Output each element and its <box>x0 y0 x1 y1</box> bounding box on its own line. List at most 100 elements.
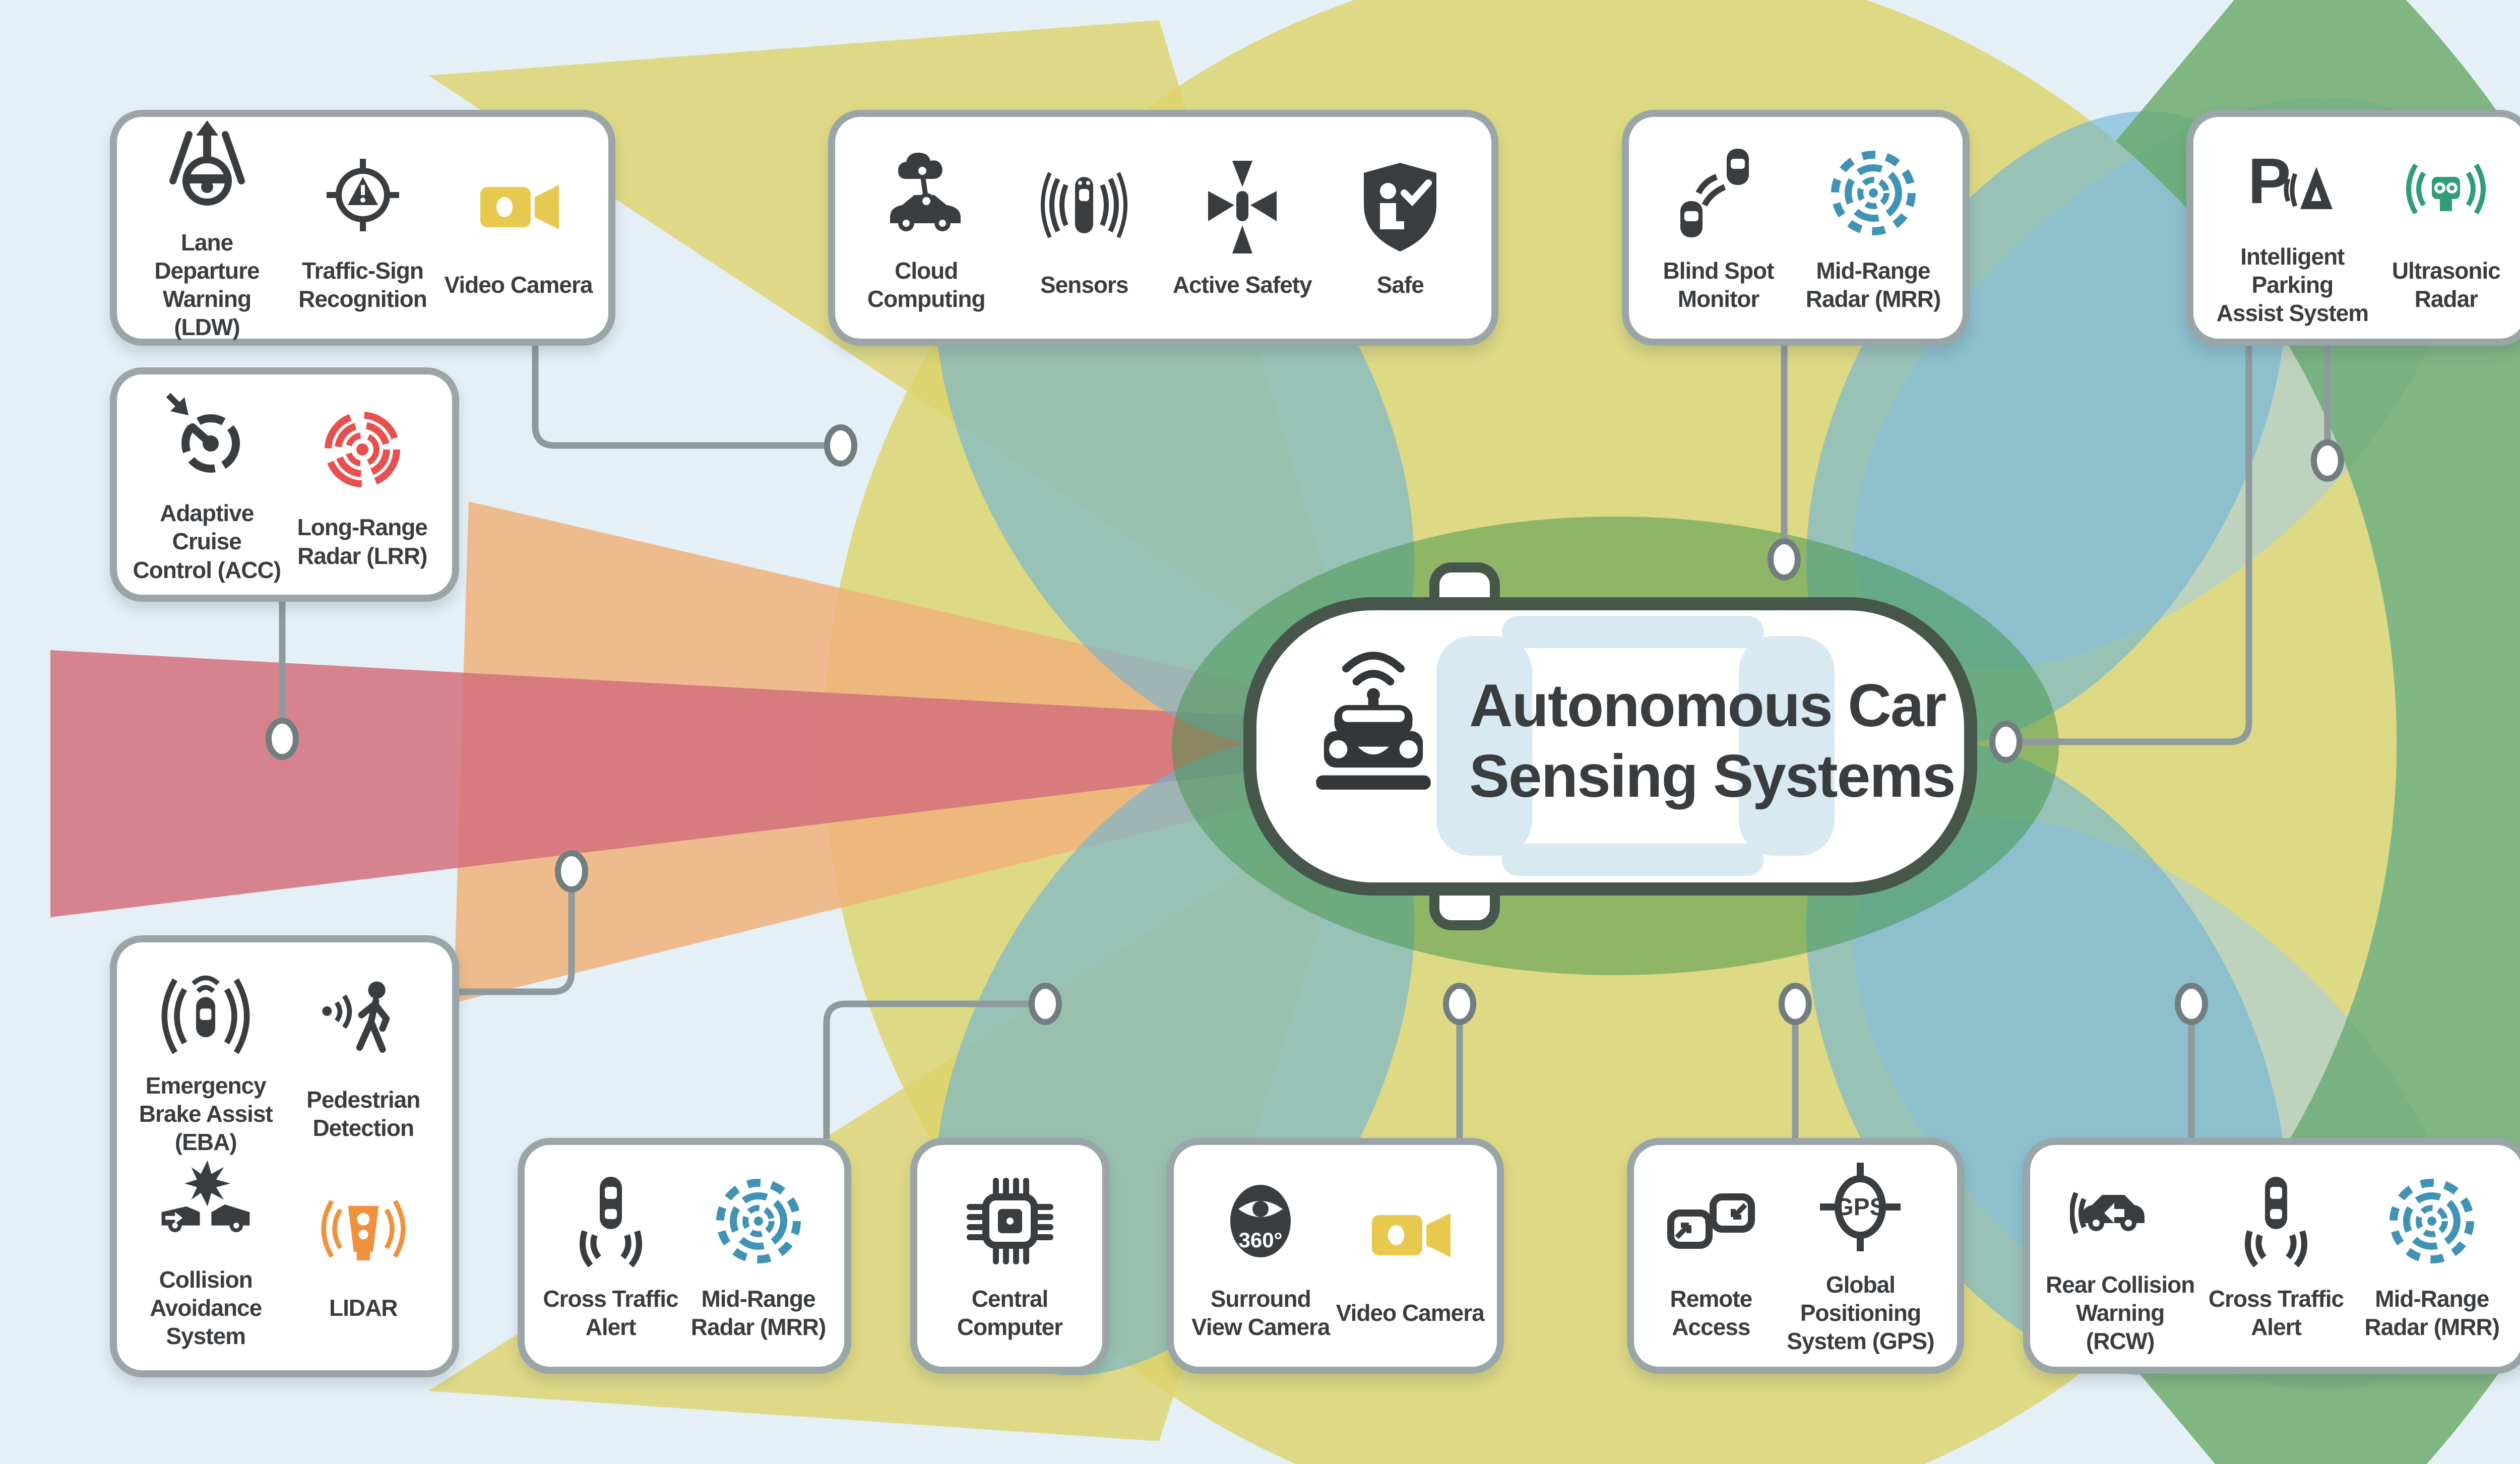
remote-access-icon <box>1661 1171 1761 1271</box>
item-central-computer: Central Computer <box>929 1171 1090 1341</box>
parking-assist-icon <box>2242 129 2343 229</box>
card-rear-collision: Rear Collision Warning (RCW) Cross Traff… <box>2023 1138 2520 1374</box>
item-label: Long-Range Radar (LRR) <box>297 514 428 569</box>
item-label: Video Camera <box>444 271 593 298</box>
radar-rings-icon <box>312 399 413 500</box>
card-blind-spot: Blind Spot Monitor Mid-Range Radar (MRR) <box>1622 110 1970 346</box>
active-safety-icon <box>1192 157 1293 258</box>
card-central-computer: Central Computer <box>910 1138 1109 1374</box>
item-active-safety: Active Safety <box>1163 157 1321 299</box>
item-label: Safe <box>1376 271 1424 298</box>
item-label: Remote Access <box>1670 1285 1753 1340</box>
emergency-brake-icon <box>158 963 254 1058</box>
title-line2: Sensing Systems <box>1469 742 1956 810</box>
speedometer-icon <box>156 385 257 486</box>
cloud-car-icon <box>876 143 977 243</box>
card-emergency-brake: Emergency Brake Assist (EBA) Pedestrian … <box>110 935 459 1377</box>
cross-traffic-icon <box>2226 1171 2326 1271</box>
cross-traffic-icon <box>560 1171 661 1271</box>
pedestrian-icon <box>316 977 411 1072</box>
item-mid-range-radar: Mid-Range Radar (MRR) <box>1796 143 1950 313</box>
mid-range-radar-icon <box>2381 1171 2482 1271</box>
title-line1: Autonomous Car <box>1469 672 1946 739</box>
collision-icon <box>158 1157 254 1252</box>
item-intelligent-parking: Intelligent Parking Assist System <box>2206 129 2379 327</box>
item-label: Global Positioning System (GPS) <box>1787 1271 1934 1355</box>
card-parking-assist: Intelligent Parking Assist System Ultras… <box>2186 110 2520 346</box>
item-label: Mid-Range Radar (MRR) <box>2364 1285 2500 1340</box>
item-mid-range-radar: Mid-Range Radar (MRR) <box>2354 1171 2510 1341</box>
item-ultrasonic-radar: Ultrasonic Radar <box>2379 143 2513 313</box>
item-long-range-radar: Long-Range Radar (LRR) <box>285 399 440 569</box>
blind-spot-icon <box>1668 143 1769 243</box>
page-title: Autonomous Car Sensing Systems <box>1469 670 1956 812</box>
card-cross-traffic: Cross Traffic Alert Mid-Range Radar (MRR… <box>518 1138 851 1374</box>
item-emergency-brake-assist: Emergency Brake Assist (EBA) <box>127 963 285 1156</box>
car-top-view <box>1243 562 1977 930</box>
card-remote-gps: Remote Access Global Positioning System … <box>1627 1138 1964 1374</box>
item-label: Rear Collision Warning (RCW) <box>2046 1271 2195 1355</box>
item-collision-avoidance: Collision Avoidance System <box>127 1157 285 1350</box>
item-label: Sensors <box>1040 271 1129 298</box>
card-lane-departure: Lane Departure Warning (LDW) Traffic-Sig… <box>110 110 615 346</box>
item-remote-access: Remote Access <box>1646 1171 1776 1341</box>
connector-cross-traffic <box>823 1000 1035 1140</box>
item-label: Mid-Range Radar (MRR) <box>1805 257 1941 312</box>
card-surround-view: Surround View Camera Video Camera <box>1167 1138 1504 1374</box>
item-label: Blind Spot Monitor <box>1663 257 1775 312</box>
connector-lines <box>279 343 2331 1140</box>
item-mid-range-radar: Mid-Range Radar (MRR) <box>684 1171 832 1341</box>
item-label: LIDAR <box>329 1294 398 1321</box>
item-video-camera: Video Camera <box>440 157 596 299</box>
item-gps: Global Positioning System (GPS) <box>1776 1157 1945 1355</box>
shield-check-icon <box>1350 157 1451 258</box>
video-camera-icon <box>1360 1185 1461 1286</box>
gps-icon <box>1810 1157 1911 1257</box>
card-core-systems: Cloud Computing Sensors Active Safety Sa… <box>828 110 1498 346</box>
item-label: Lane Departure Warning (LDW) <box>154 229 260 341</box>
item-label: Collision Avoidance System <box>150 1266 262 1349</box>
cpu-icon <box>960 1171 1060 1271</box>
connector-dots <box>266 424 2344 1025</box>
item-safe: Safe <box>1321 157 1480 299</box>
item-label: Ultrasonic Radar <box>2391 257 2501 312</box>
item-label: Video Camera <box>1336 1299 1485 1326</box>
sensors-icon <box>1034 157 1135 258</box>
rear-collision-icon <box>2070 1157 2171 1257</box>
connector-video-camera <box>532 343 830 449</box>
item-adaptive-cruise-control: Adaptive Cruise Control (ACC) <box>129 385 285 584</box>
video-camera-icon <box>468 157 569 258</box>
item-label: Surround View Camera <box>1191 1285 1331 1340</box>
connector-parking-a <box>2017 343 2252 745</box>
item-rear-collision-warning: Rear Collision Warning (RCW) <box>2042 1157 2198 1355</box>
item-label: Emergency Brake Assist (EBA) <box>139 1072 273 1156</box>
traffic-sign-target-icon <box>312 143 413 243</box>
item-label: Cross Traffic Alert <box>2208 1285 2344 1340</box>
item-video-camera: Video Camera <box>1336 1185 1485 1327</box>
item-label: Central Computer <box>957 1285 1063 1340</box>
item-cloud-computing: Cloud Computing <box>847 143 1005 313</box>
item-label: Traffic-Sign Recognition <box>298 257 427 312</box>
car-windows <box>1436 616 1835 876</box>
item-label: Cross Traffic Alert <box>543 1285 678 1340</box>
item-label: Cloud Computing <box>867 257 986 312</box>
mid-range-radar-icon <box>1823 143 1924 243</box>
lobe-green-fan-right <box>2116 0 2520 1464</box>
item-traffic-sign-recognition: Traffic-Sign Recognition <box>285 143 440 313</box>
connected-car-icon <box>1316 652 1431 790</box>
item-label: Adaptive Cruise Control (ACC) <box>133 500 281 583</box>
item-pedestrian-detection: Pedestrian Detection <box>306 977 420 1142</box>
item-label: Pedestrian Detection <box>306 1087 420 1141</box>
item-blind-spot-monitor: Blind Spot Monitor <box>1641 143 1796 313</box>
lidar-icon <box>316 1185 411 1281</box>
card-adaptive-cruise: Adaptive Cruise Control (ACC) Long-Range… <box>110 367 459 602</box>
item-cross-traffic-alert: Cross Traffic Alert <box>2198 1171 2354 1341</box>
item-label: Active Safety <box>1172 271 1312 298</box>
surround-360-icon <box>1210 1171 1311 1271</box>
item-cross-traffic-alert: Cross Traffic Alert <box>537 1171 684 1341</box>
item-lidar: LIDAR <box>316 1185 411 1322</box>
lobe-long-range-red <box>50 650 1341 917</box>
mid-range-radar-icon <box>708 1171 809 1271</box>
item-label: Intelligent Parking Assist System <box>2216 243 2369 327</box>
